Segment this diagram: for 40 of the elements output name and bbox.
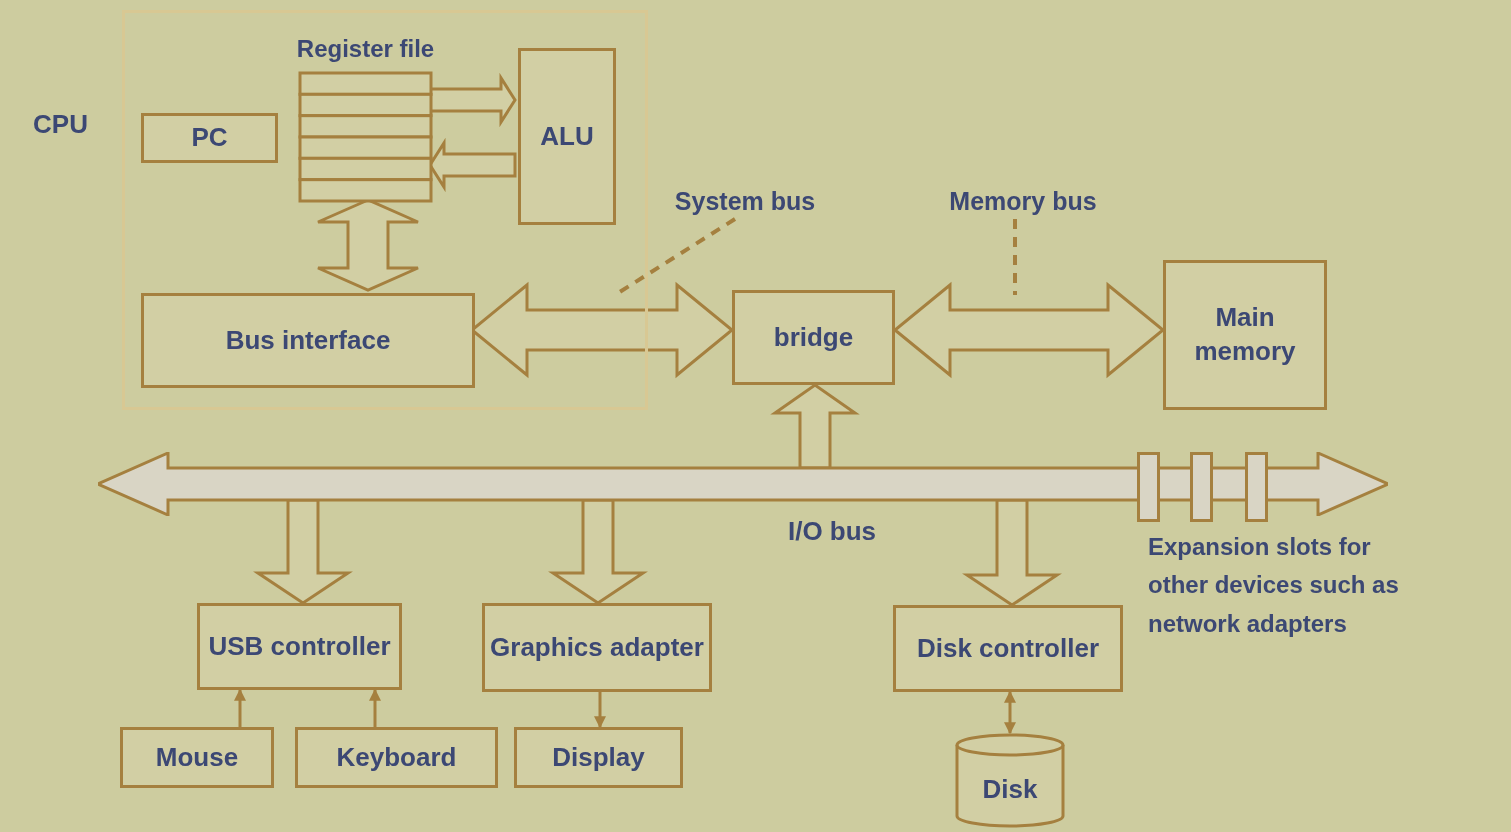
component-box [1163, 260, 1327, 410]
bus-arrow [892, 281, 1166, 379]
arrow [1004, 690, 1016, 735]
component-label: Bus interface [225, 323, 391, 357]
bus-label: System bus [674, 185, 816, 217]
component-label: Disk [982, 772, 1038, 806]
expansion-slot [1137, 452, 1160, 522]
component-label: USB controller [208, 629, 391, 663]
component-box [141, 293, 475, 388]
cpu-region [122, 10, 648, 410]
expansion-slot [1190, 452, 1213, 522]
component-box [141, 113, 278, 163]
component-box [482, 603, 712, 692]
component-box [518, 48, 616, 225]
component-label: Display [552, 740, 645, 774]
component-label: Register file [295, 34, 436, 64]
leader-line [1013, 219, 1017, 295]
component-label: ALU [540, 119, 594, 153]
component-label: Keyboard [336, 740, 457, 774]
component-label: bridge [773, 320, 854, 354]
bus-label: CPU [32, 108, 89, 142]
component-label: Mouse [155, 740, 239, 774]
component-label: Disk controller [916, 631, 1100, 665]
component-box [295, 727, 498, 788]
component-box [514, 727, 683, 788]
arrow [594, 692, 606, 729]
component-label: PC [191, 121, 228, 155]
component-box [893, 605, 1123, 692]
arrow [234, 688, 246, 727]
component-box [120, 727, 274, 788]
expansion-slot [1245, 452, 1268, 522]
bus-label: I/O bus [786, 515, 878, 549]
component-label: Graphics adapter [490, 630, 704, 664]
arrow [369, 688, 381, 727]
bus-arrow [770, 383, 860, 470]
component-box [732, 290, 895, 385]
component-label: Main memory [1193, 301, 1297, 368]
annotation-text: Expansion slots for other devices such as network adapters [1148, 532, 1400, 639]
component-box [197, 603, 402, 690]
bus-label: Memory bus [949, 185, 1097, 217]
